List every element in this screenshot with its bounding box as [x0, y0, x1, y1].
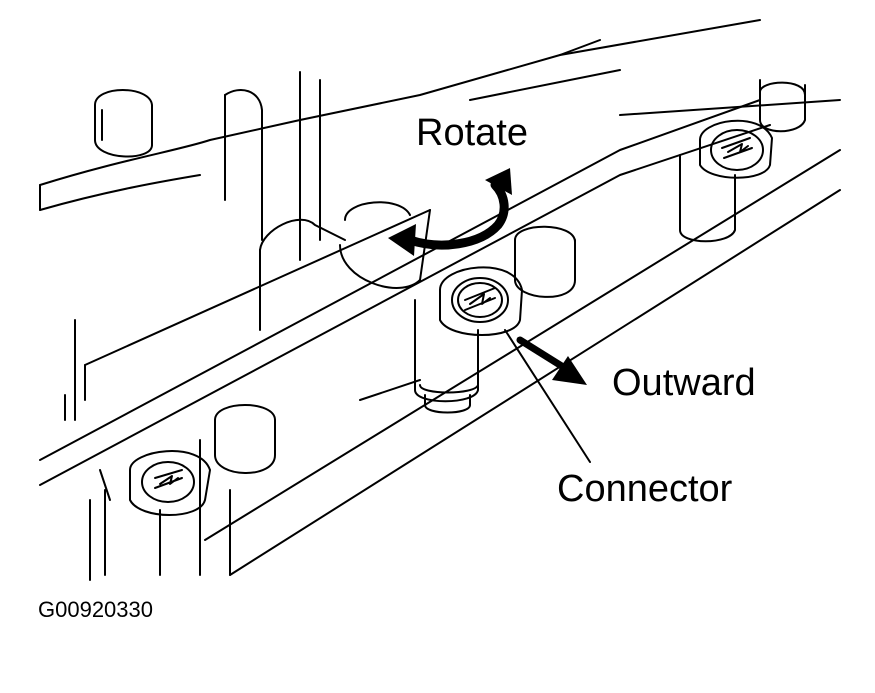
outward-label: Outward: [612, 362, 756, 404]
connector-face: [451, 277, 509, 323]
fuel-injector-right: [679, 119, 773, 243]
fuel-injector-left: [104, 450, 211, 576]
rotate-label: Rotate: [416, 112, 528, 154]
figure-id: G00920330: [38, 597, 153, 622]
intake-boss-lower: [214, 404, 276, 474]
intake-boss-left: [94, 89, 153, 158]
fuel-delivery-pipe: [39, 99, 771, 501]
connector-label: Connector: [557, 468, 733, 510]
fuel-injector-center: [414, 266, 523, 414]
outward-arrow-icon: [516, 336, 587, 385]
intake-boss-middle: [514, 225, 576, 298]
connector-leader-line: [504, 329, 591, 463]
rotate-arrow-icon: [388, 168, 512, 256]
intake-boss-right: [759, 79, 806, 133]
